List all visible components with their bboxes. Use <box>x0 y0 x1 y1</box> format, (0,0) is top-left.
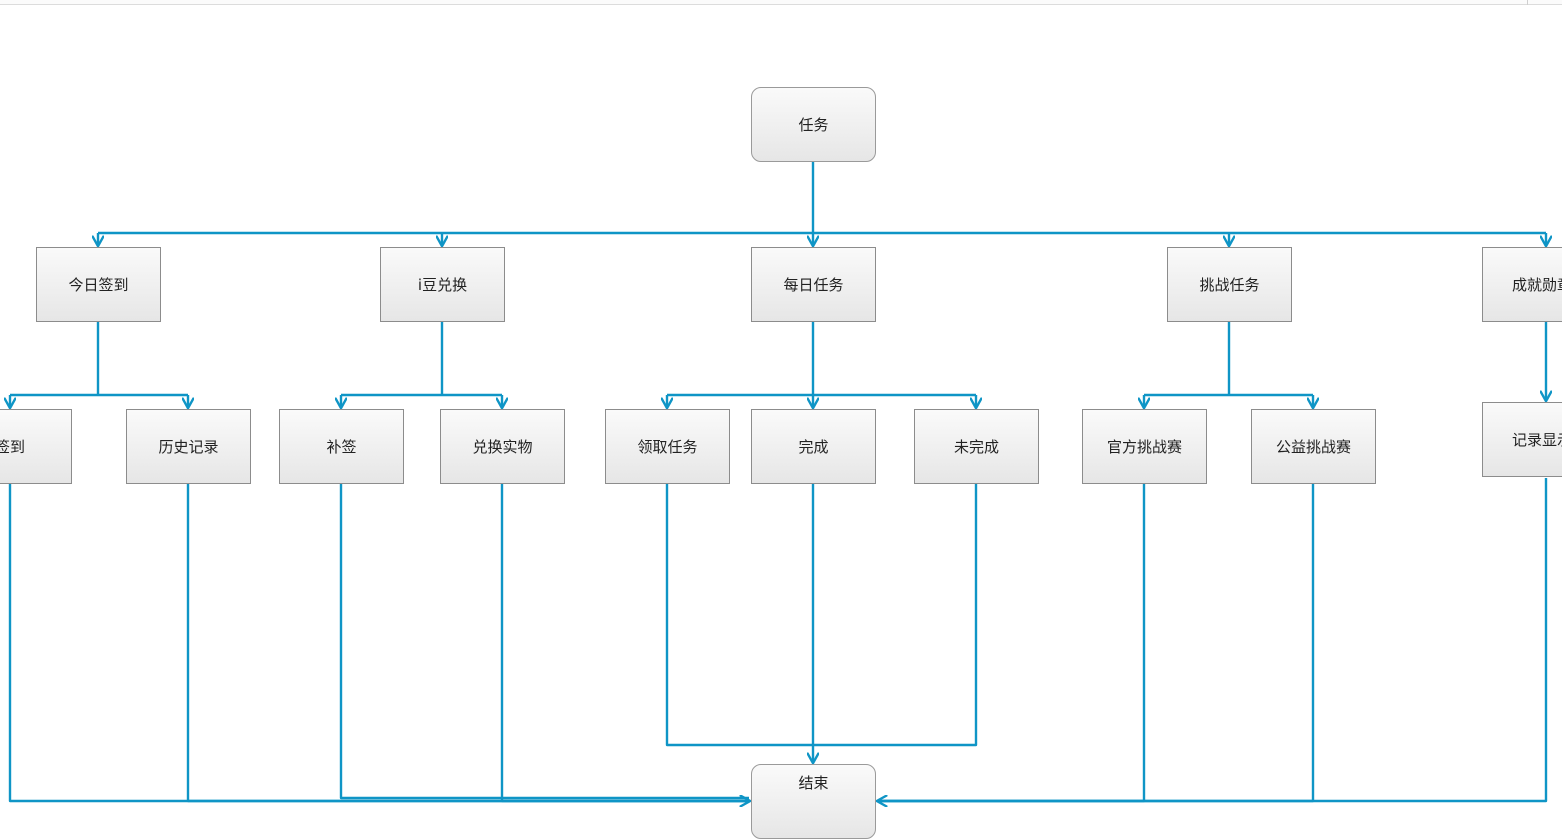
node-checkin-label: 签到 <box>0 438 25 456</box>
node-claim-task[interactable]: 领取任务 <box>605 409 730 484</box>
connector-record-to-end <box>878 478 1548 801</box>
connector-incomplete-to-end <box>813 484 978 747</box>
node-official-challenge[interactable]: 官方挑战赛 <box>1082 409 1207 484</box>
node-idou-exchange[interactable]: i豆兑换 <box>380 247 505 322</box>
connector-history-to-end <box>186 484 749 803</box>
node-charity-challenge[interactable]: 公益挑战赛 <box>1251 409 1376 484</box>
connector-exchange-to-end <box>500 484 749 803</box>
node-root[interactable]: 任务 <box>751 87 876 162</box>
node-incomplete[interactable]: 未完成 <box>914 409 1039 484</box>
node-record-display[interactable]: 记录显示 <box>1482 402 1562 477</box>
node-today-checkin[interactable]: 今日签到 <box>36 247 161 322</box>
node-daily-tasks[interactable]: 每日任务 <box>751 247 876 322</box>
node-achievement-label: 成就勋章 <box>1512 276 1562 294</box>
node-exchange-goods[interactable]: 兑换实物 <box>440 409 565 484</box>
window-top-edge <box>0 0 1562 5</box>
connector-official-to-end <box>878 484 1146 803</box>
node-achievement[interactable]: 成就勋章 <box>1482 247 1562 322</box>
window-top-tick <box>1527 0 1528 5</box>
connector-charity-to-end <box>878 484 1315 803</box>
node-history[interactable]: 历史记录 <box>126 409 251 484</box>
connector-claim-to-end <box>665 484 813 747</box>
node-checkin[interactable]: 签到 <box>0 409 72 484</box>
connector-makeup-to-end <box>339 484 749 800</box>
node-end-label: 结束 <box>798 774 829 792</box>
connector-checkin-to-end <box>8 484 749 801</box>
node-record-display-label: 记录显示 <box>1512 431 1562 449</box>
node-challenge-tasks[interactable]: 挑战任务 <box>1167 247 1292 322</box>
node-makeup-checkin[interactable]: 补签 <box>279 409 404 484</box>
node-end[interactable]: 结束 <box>751 764 876 839</box>
node-complete[interactable]: 完成 <box>751 409 876 484</box>
